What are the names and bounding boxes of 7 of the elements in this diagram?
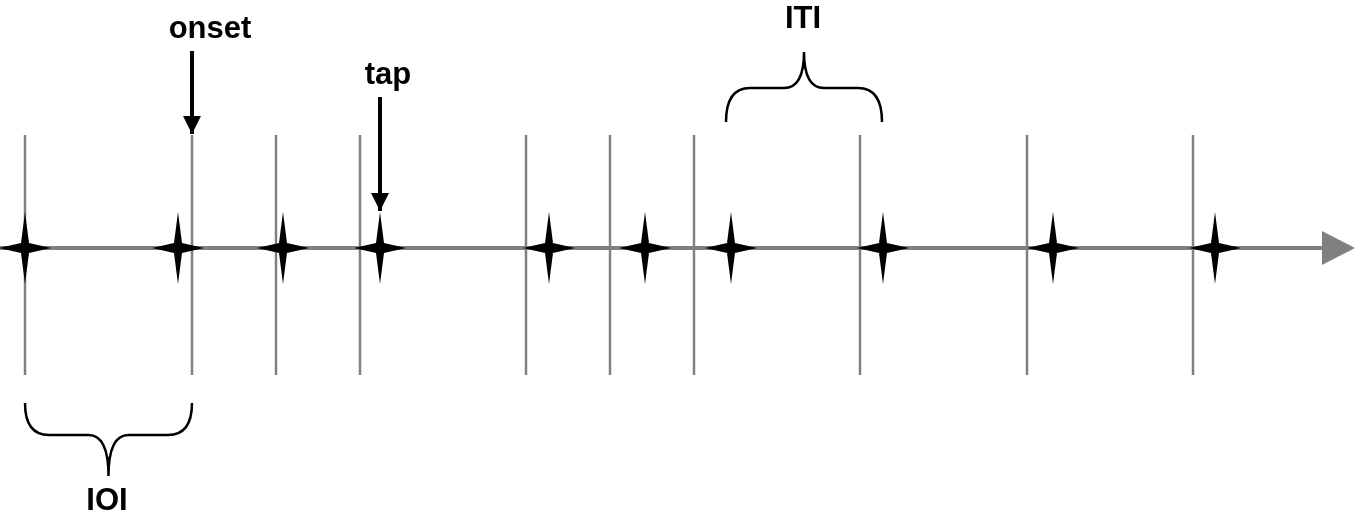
annotation-label: onset [168,12,252,43]
interval-label: ITI [784,2,822,33]
arrow [371,97,389,211]
annotation-label: tap [364,58,412,89]
grid-line [190,135,194,375]
interval-label: IOI [86,484,128,515]
arrow [183,51,201,134]
